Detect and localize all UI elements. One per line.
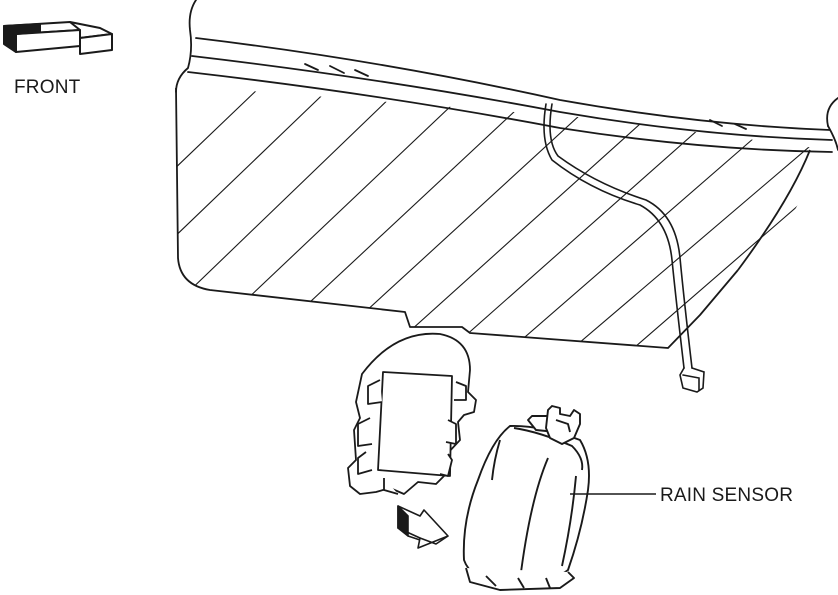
sensor-bracket [347, 332, 477, 495]
removal-arrow-icon [397, 505, 449, 549]
windshield-glass [175, 85, 830, 349]
front-label: FRONT [14, 77, 81, 98]
front-direction-arrow-icon [3, 21, 113, 55]
rain-sensor-label: RAIN SENSOR [660, 485, 794, 506]
vehicle-roof-outline [175, 0, 838, 153]
rain-sensor-unit [462, 405, 590, 591]
sensor-harness-cable [543, 103, 705, 393]
